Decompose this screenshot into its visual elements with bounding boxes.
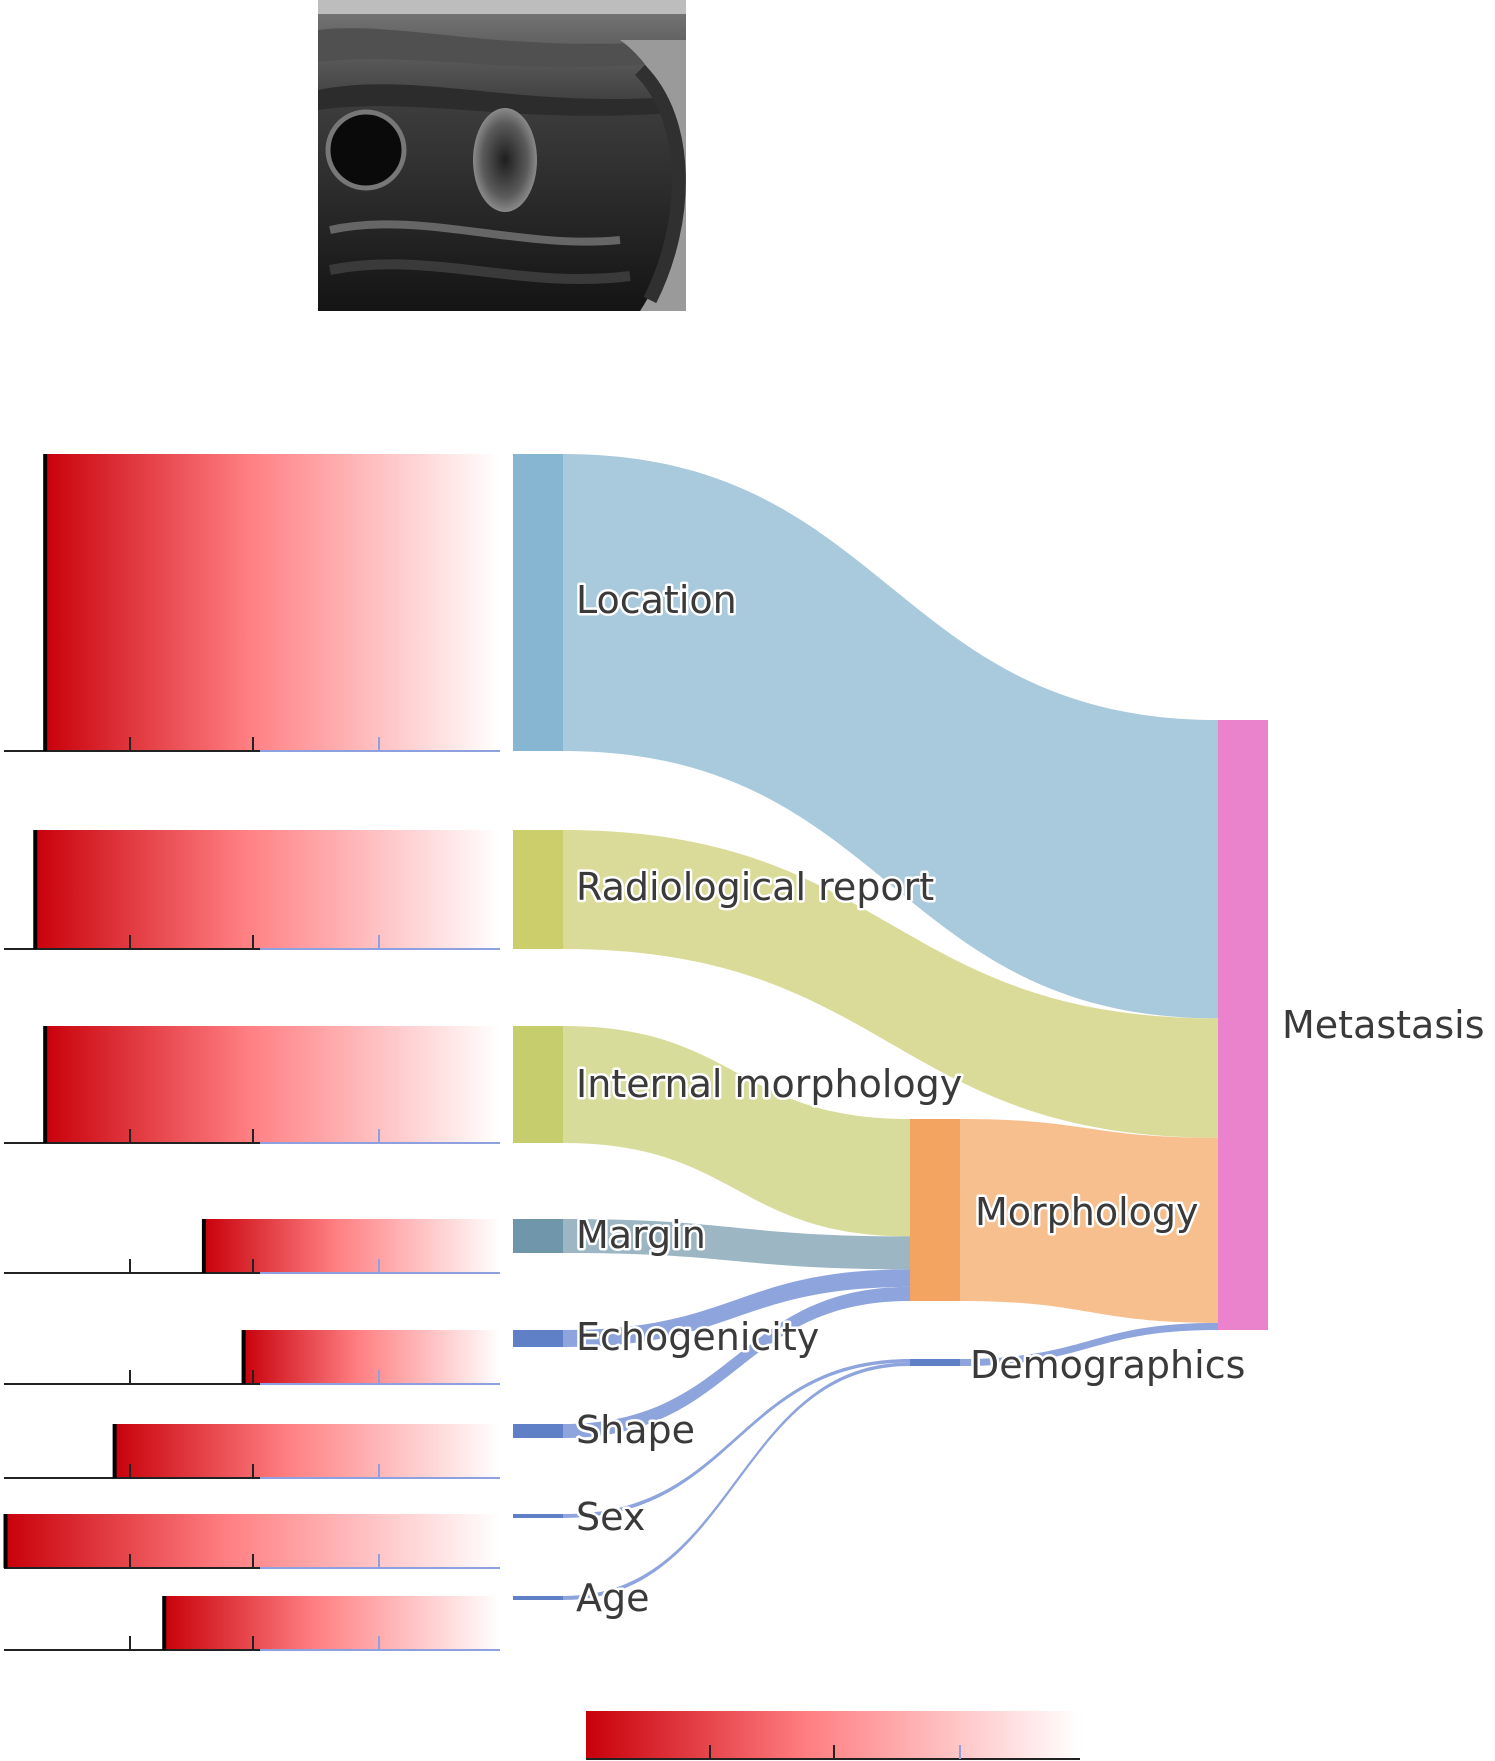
node-demographics bbox=[910, 1359, 960, 1366]
node-label-metastasis: Metastasis bbox=[1282, 1003, 1485, 1047]
node-label-margin: Margin bbox=[576, 1213, 706, 1257]
gradient-legend-bar bbox=[586, 1711, 1080, 1760]
sankey-links bbox=[563, 454, 1218, 1600]
link-sex-to-demographics bbox=[563, 1359, 910, 1518]
node-label-morphology: Morphology bbox=[975, 1190, 1199, 1234]
link-age-to-demographics bbox=[563, 1362, 910, 1600]
node-sex bbox=[513, 1514, 563, 1518]
feature-bar-margin bbox=[4, 1219, 500, 1274]
node-morphology bbox=[910, 1119, 960, 1301]
feature-bar-shape bbox=[4, 1424, 501, 1479]
link-margin-to-morphology bbox=[563, 1219, 910, 1270]
feature-bar-sex bbox=[3, 1514, 500, 1569]
node-echo bbox=[513, 1330, 563, 1347]
link-morphology-to-metastasis bbox=[960, 1119, 1218, 1323]
node-label-demographics: Demographics bbox=[970, 1343, 1245, 1387]
node-label-report: Radiological report bbox=[576, 865, 934, 909]
node-shape bbox=[513, 1424, 563, 1438]
node-label-echo: Echogenicity bbox=[576, 1315, 819, 1359]
link-echo-to-morphology bbox=[563, 1269, 910, 1347]
link-location-to-metastasis bbox=[563, 454, 1218, 1019]
node-metastasis bbox=[1218, 720, 1268, 1330]
link-report-to-metastasis bbox=[563, 830, 1218, 1138]
ultrasound-image bbox=[318, 0, 686, 311]
feature-importance-bars bbox=[3, 454, 501, 1651]
link-demographics-to-metastasis bbox=[960, 1322, 1218, 1366]
node-label-shape: Shape bbox=[576, 1408, 695, 1452]
feature-bar-fill-internal bbox=[43, 1026, 501, 1143]
feature-bar-fill-age bbox=[162, 1596, 500, 1650]
node-internal bbox=[513, 1026, 563, 1143]
node-label-sex: Sex bbox=[576, 1495, 645, 1539]
feature-bar-age bbox=[4, 1596, 500, 1651]
feature-bar-location bbox=[4, 454, 501, 752]
feature-bar-report bbox=[4, 830, 500, 950]
feature-bar-fill-margin bbox=[202, 1219, 500, 1273]
link-internal-to-morphology bbox=[563, 1026, 910, 1237]
node-label-internal: Internal morphology bbox=[576, 1062, 962, 1106]
feature-bar-internal bbox=[4, 1026, 501, 1144]
feature-bar-fill-location bbox=[43, 454, 501, 751]
node-label-location: Location bbox=[576, 578, 737, 622]
node-label-age: Age bbox=[576, 1576, 650, 1620]
feature-bar-echo bbox=[4, 1330, 500, 1385]
link-shape-to-morphology bbox=[563, 1286, 910, 1438]
node-report bbox=[513, 830, 563, 949]
feature-bar-fill-echo bbox=[242, 1330, 500, 1384]
node-margin bbox=[513, 1219, 563, 1253]
node-age bbox=[513, 1596, 563, 1600]
sankey-nodes bbox=[513, 454, 1268, 1600]
feature-bar-fill-report bbox=[33, 830, 500, 949]
node-location bbox=[513, 454, 563, 751]
feature-bar-fill-shape bbox=[113, 1424, 501, 1478]
